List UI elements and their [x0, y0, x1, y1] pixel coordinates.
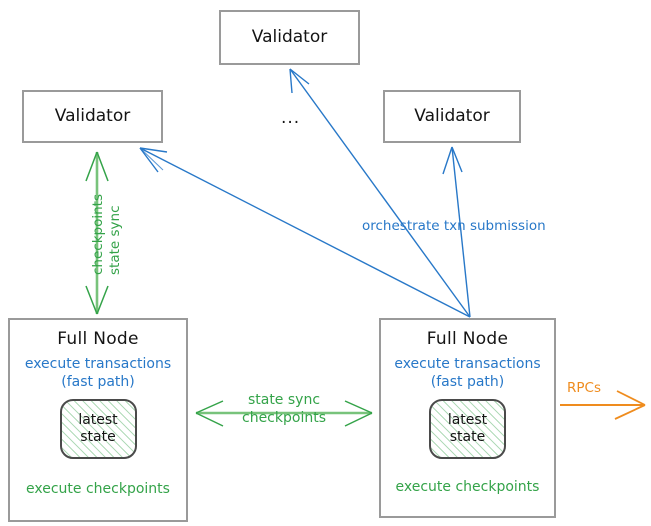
full-node-right-blue-line1: execute transactions [394, 356, 541, 372]
full-node-left-latest-state-box[interactable]: latest state [59, 399, 137, 459]
statesync-horizontal-label-line1: state sync [247, 392, 321, 408]
full-node-left-title: Full Node [57, 329, 139, 349]
full-node-left-state-line2: state [80, 429, 116, 445]
full-node-right-box[interactable]: Full Node execute transactions (fast pat… [379, 318, 556, 518]
full-node-right-execute-transactions: execute transactions (fast path) [394, 356, 540, 391]
arrow-fullnode-to-validator-right [442, 146, 471, 318]
full-node-right-title: Full Node [426, 329, 509, 349]
arrow-statesync-vertical [85, 151, 109, 315]
validator-left-box[interactable]: Validator [22, 90, 163, 143]
validator-left-label: Validator [54, 106, 131, 126]
full-node-right-blue-line2: (fast path) [430, 373, 505, 390]
statesync-vertical-label-line2: checkpoints [90, 194, 106, 275]
full-node-right-state-line1: latest [447, 412, 488, 429]
orchestrate-txn-submission-label: orchestrate txn submission [362, 218, 546, 234]
arrow-rpcs [560, 390, 646, 420]
full-node-right-state-line2: state [449, 429, 486, 445]
validator-top-box[interactable]: Validator [219, 10, 360, 65]
arrow-statesync-horizontal [195, 400, 373, 427]
ellipsis-label: ... [281, 108, 301, 128]
rpcs-label: RPCs [567, 380, 601, 396]
arrow-fullnode-to-validator-left [139, 147, 471, 318]
full-node-left-box[interactable]: Full Node execute transactions (fast pat… [8, 318, 188, 522]
arrow-fullnode-to-validator-top [289, 68, 471, 318]
full-node-left-state-line1: latest [78, 412, 118, 429]
full-node-left-execute-checkpoints: execute checkpoints [26, 481, 170, 497]
validator-right-box[interactable]: Validator [383, 90, 521, 143]
full-node-right-latest-state-box[interactable]: latest state [429, 399, 506, 459]
statesync-horizontal-label-line2: checkpoints [242, 409, 326, 426]
statesync-horizontal-label: state sync checkpoints [224, 392, 344, 427]
statesync-vertical-label-line1: state sync [107, 205, 123, 276]
full-node-right-execute-checkpoints: execute checkpoints [395, 479, 540, 495]
validator-right-label: Validator [414, 106, 490, 126]
full-node-left-blue-line2: (fast path) [61, 373, 135, 390]
validator-top-label: Validator [251, 27, 328, 47]
full-node-left-blue-line1: execute transactions [24, 356, 172, 372]
full-node-left-execute-transactions: execute transactions (fast path) [25, 356, 171, 391]
